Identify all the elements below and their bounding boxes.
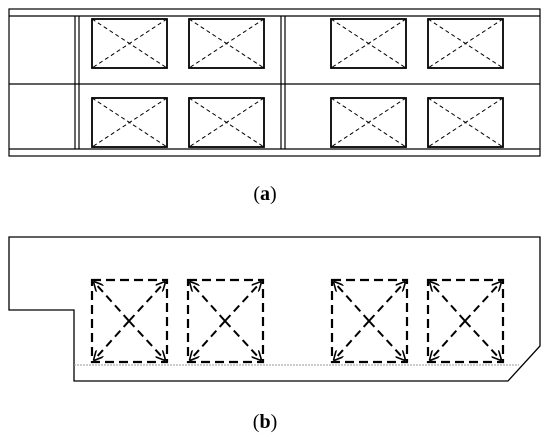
panel-b-room xyxy=(186,278,265,364)
caption-a-open: ( xyxy=(253,183,260,205)
panel-a-plan xyxy=(8,8,541,157)
panel-a-room xyxy=(188,18,265,69)
caption-a: (a) xyxy=(235,182,295,206)
caption-a-close: ) xyxy=(270,183,277,205)
caption-b-open: ( xyxy=(252,411,260,433)
panel-b-room xyxy=(330,278,409,364)
panel-a-rooms xyxy=(91,18,504,148)
panel-b-outline xyxy=(8,236,541,382)
panel-a-room xyxy=(330,97,407,148)
panel-a-room xyxy=(427,97,504,148)
panel-a-room xyxy=(330,18,407,69)
caption-b-letter: b xyxy=(259,411,271,433)
panel-b-room xyxy=(90,278,169,364)
caption-b: (b) xyxy=(235,410,295,434)
panel-a-outer-frame xyxy=(8,8,541,157)
caption-b-close: ) xyxy=(270,411,278,433)
panel-b-section xyxy=(8,236,541,382)
panel-b-rooms xyxy=(90,278,505,364)
panel-a-room xyxy=(91,97,168,148)
caption-a-letter: a xyxy=(260,183,270,205)
panel-b-room xyxy=(426,278,505,364)
panel-a-room xyxy=(427,18,504,69)
panel-a-room xyxy=(188,97,265,148)
panel-a-room xyxy=(91,18,168,69)
